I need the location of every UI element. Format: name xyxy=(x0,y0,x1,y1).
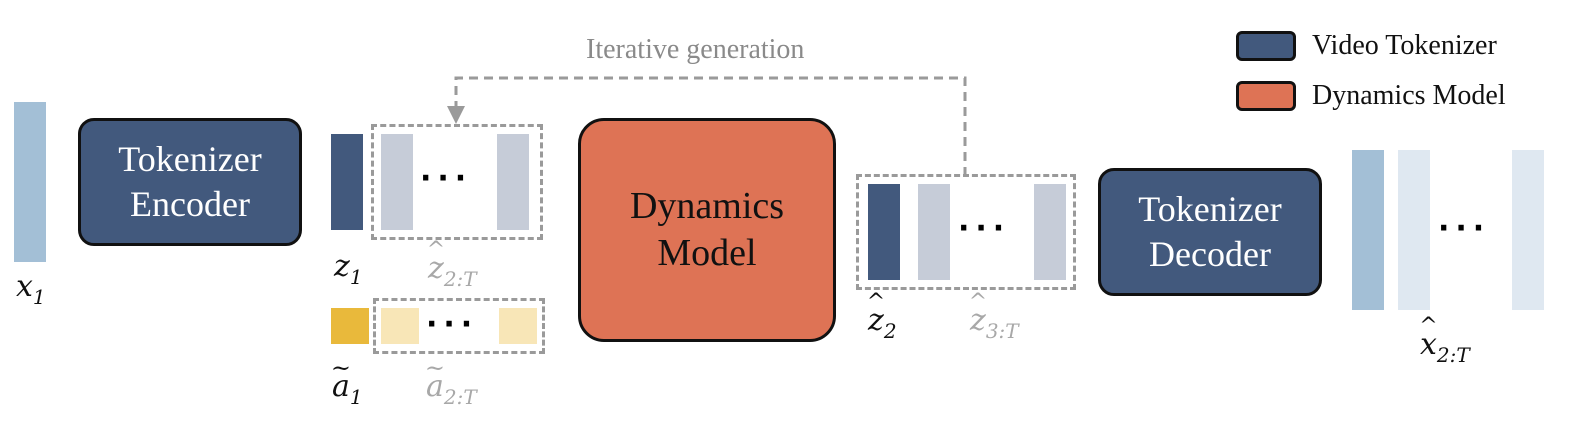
legend-item-video-tokenizer: Video Tokenizer xyxy=(1236,30,1497,62)
label-zhat-3T: z3:T xyxy=(970,306,1019,342)
ellipsis-tokens-2: ··· xyxy=(958,211,1011,246)
output-frame-last xyxy=(1512,150,1544,310)
output-frame-second xyxy=(1398,150,1430,310)
token-zhat-T xyxy=(1034,184,1066,280)
ellipsis-actions: ··· xyxy=(426,307,479,342)
label-a1: a1 xyxy=(332,372,363,408)
output-tokens-box xyxy=(856,174,1076,290)
encoder-line2: Encoder xyxy=(130,184,250,224)
token-z1 xyxy=(331,134,363,230)
diagram-title: Iterative generation xyxy=(586,34,805,65)
latent-actions-box xyxy=(373,298,545,354)
legend-item-dynamics-model: Dynamics Model xyxy=(1236,80,1506,112)
legend-label-dynamics-model: Dynamics Model xyxy=(1312,80,1506,111)
token-zhat2 xyxy=(868,184,900,280)
label-zhat-2T: z2:T xyxy=(428,254,477,290)
label-xhat-2T: x2:T xyxy=(1420,330,1470,366)
predicted-tokens-box xyxy=(371,124,543,240)
token-zhat-first xyxy=(381,134,413,230)
ellipsis-tokens-1: ··· xyxy=(420,161,473,196)
action-atilde-first xyxy=(381,308,419,344)
legend-swatch-dynamics-model xyxy=(1236,81,1296,111)
token-zhat-last xyxy=(497,134,529,230)
output-frame-first xyxy=(1352,150,1384,310)
label-z1: z1 xyxy=(334,249,363,289)
action-atilde-last xyxy=(499,308,537,344)
label-atilde-2T: a2:T xyxy=(426,372,477,408)
action-a1 xyxy=(331,308,369,344)
arrow-head-icon xyxy=(447,106,465,124)
label-x1: x1 xyxy=(16,269,46,309)
input-frame-x1 xyxy=(14,102,46,262)
legend-label-video-tokenizer: Video Tokenizer xyxy=(1312,30,1497,61)
decoder-line1: Tokenizer xyxy=(1138,189,1282,229)
encoder-line1: Tokenizer xyxy=(118,139,262,179)
decoder-line2: Decoder xyxy=(1149,234,1271,274)
ellipsis-frames: ··· xyxy=(1438,211,1491,246)
label-zhat2: z2 xyxy=(868,306,897,342)
dynamics-line2: Model xyxy=(657,232,757,274)
legend-swatch-video-tokenizer xyxy=(1236,31,1296,61)
dynamics-line1: Dynamics xyxy=(629,184,785,227)
token-zhat3 xyxy=(918,184,950,280)
